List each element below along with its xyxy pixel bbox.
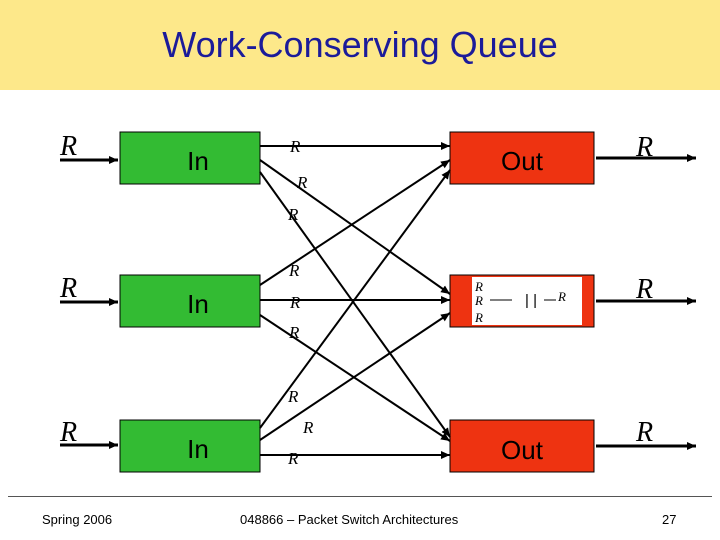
- link-rate-label-6: R: [288, 323, 300, 342]
- input-box-3: [119, 419, 261, 473]
- output-rate-label-2: R: [635, 274, 653, 305]
- output-rate-label-3: R: [635, 417, 653, 448]
- output-rate-label-1: R: [635, 132, 653, 163]
- fabric-link-in3-out2: [259, 312, 451, 441]
- link-rate-label-5: R: [289, 293, 301, 312]
- queue-departure-label: R: [557, 289, 566, 304]
- link-rate-label-4: R: [288, 261, 300, 280]
- input-rate-label-3: R: [59, 417, 77, 448]
- output-box-3: [449, 419, 595, 473]
- footer-page-number: 27: [662, 512, 677, 527]
- queue-arrival-label-3: R: [474, 310, 483, 325]
- slide-title: Work-Conserving Queue: [162, 24, 558, 65]
- queue-arrival-label-1: R: [474, 279, 483, 294]
- input-box-label-1: In: [187, 146, 209, 176]
- output-box-label-1: Out: [501, 146, 544, 176]
- queue-symbol: | |: [525, 292, 537, 309]
- fabric-link-in1-out2: [259, 159, 451, 295]
- queue-area: [472, 277, 582, 325]
- fabric-link-in1-out3: [259, 171, 451, 438]
- output-box-label-3: Out: [501, 435, 544, 465]
- title-band: [0, 0, 720, 90]
- input-box-label-2: In: [187, 289, 209, 319]
- output-box-1: [449, 131, 595, 185]
- footer-divider: [8, 496, 712, 497]
- link-rate-label-7: R: [287, 387, 299, 406]
- footer-course: 048866 – Packet Switch Architectures: [240, 512, 459, 527]
- fabric-link-in3-out1: [259, 169, 451, 429]
- input-rate-label-1: R: [59, 131, 77, 162]
- input-rate-label-2: R: [59, 273, 77, 304]
- fabric-link-in2-out3: [259, 314, 451, 442]
- link-rate-label-2: R: [296, 173, 308, 192]
- link-rate-label-9: R: [287, 449, 299, 468]
- link-rate-label-1: R: [289, 137, 301, 156]
- link-rate-label-3: R: [287, 205, 299, 224]
- input-box-1: [119, 131, 261, 185]
- input-box-label-3: In: [187, 434, 209, 464]
- fabric-link-in2-out1: [259, 159, 451, 286]
- queue-arrival-label-2: R: [474, 293, 483, 308]
- link-rate-label-8: R: [302, 418, 314, 437]
- footer-date: Spring 2006: [42, 512, 113, 527]
- input-box-2: [119, 274, 261, 328]
